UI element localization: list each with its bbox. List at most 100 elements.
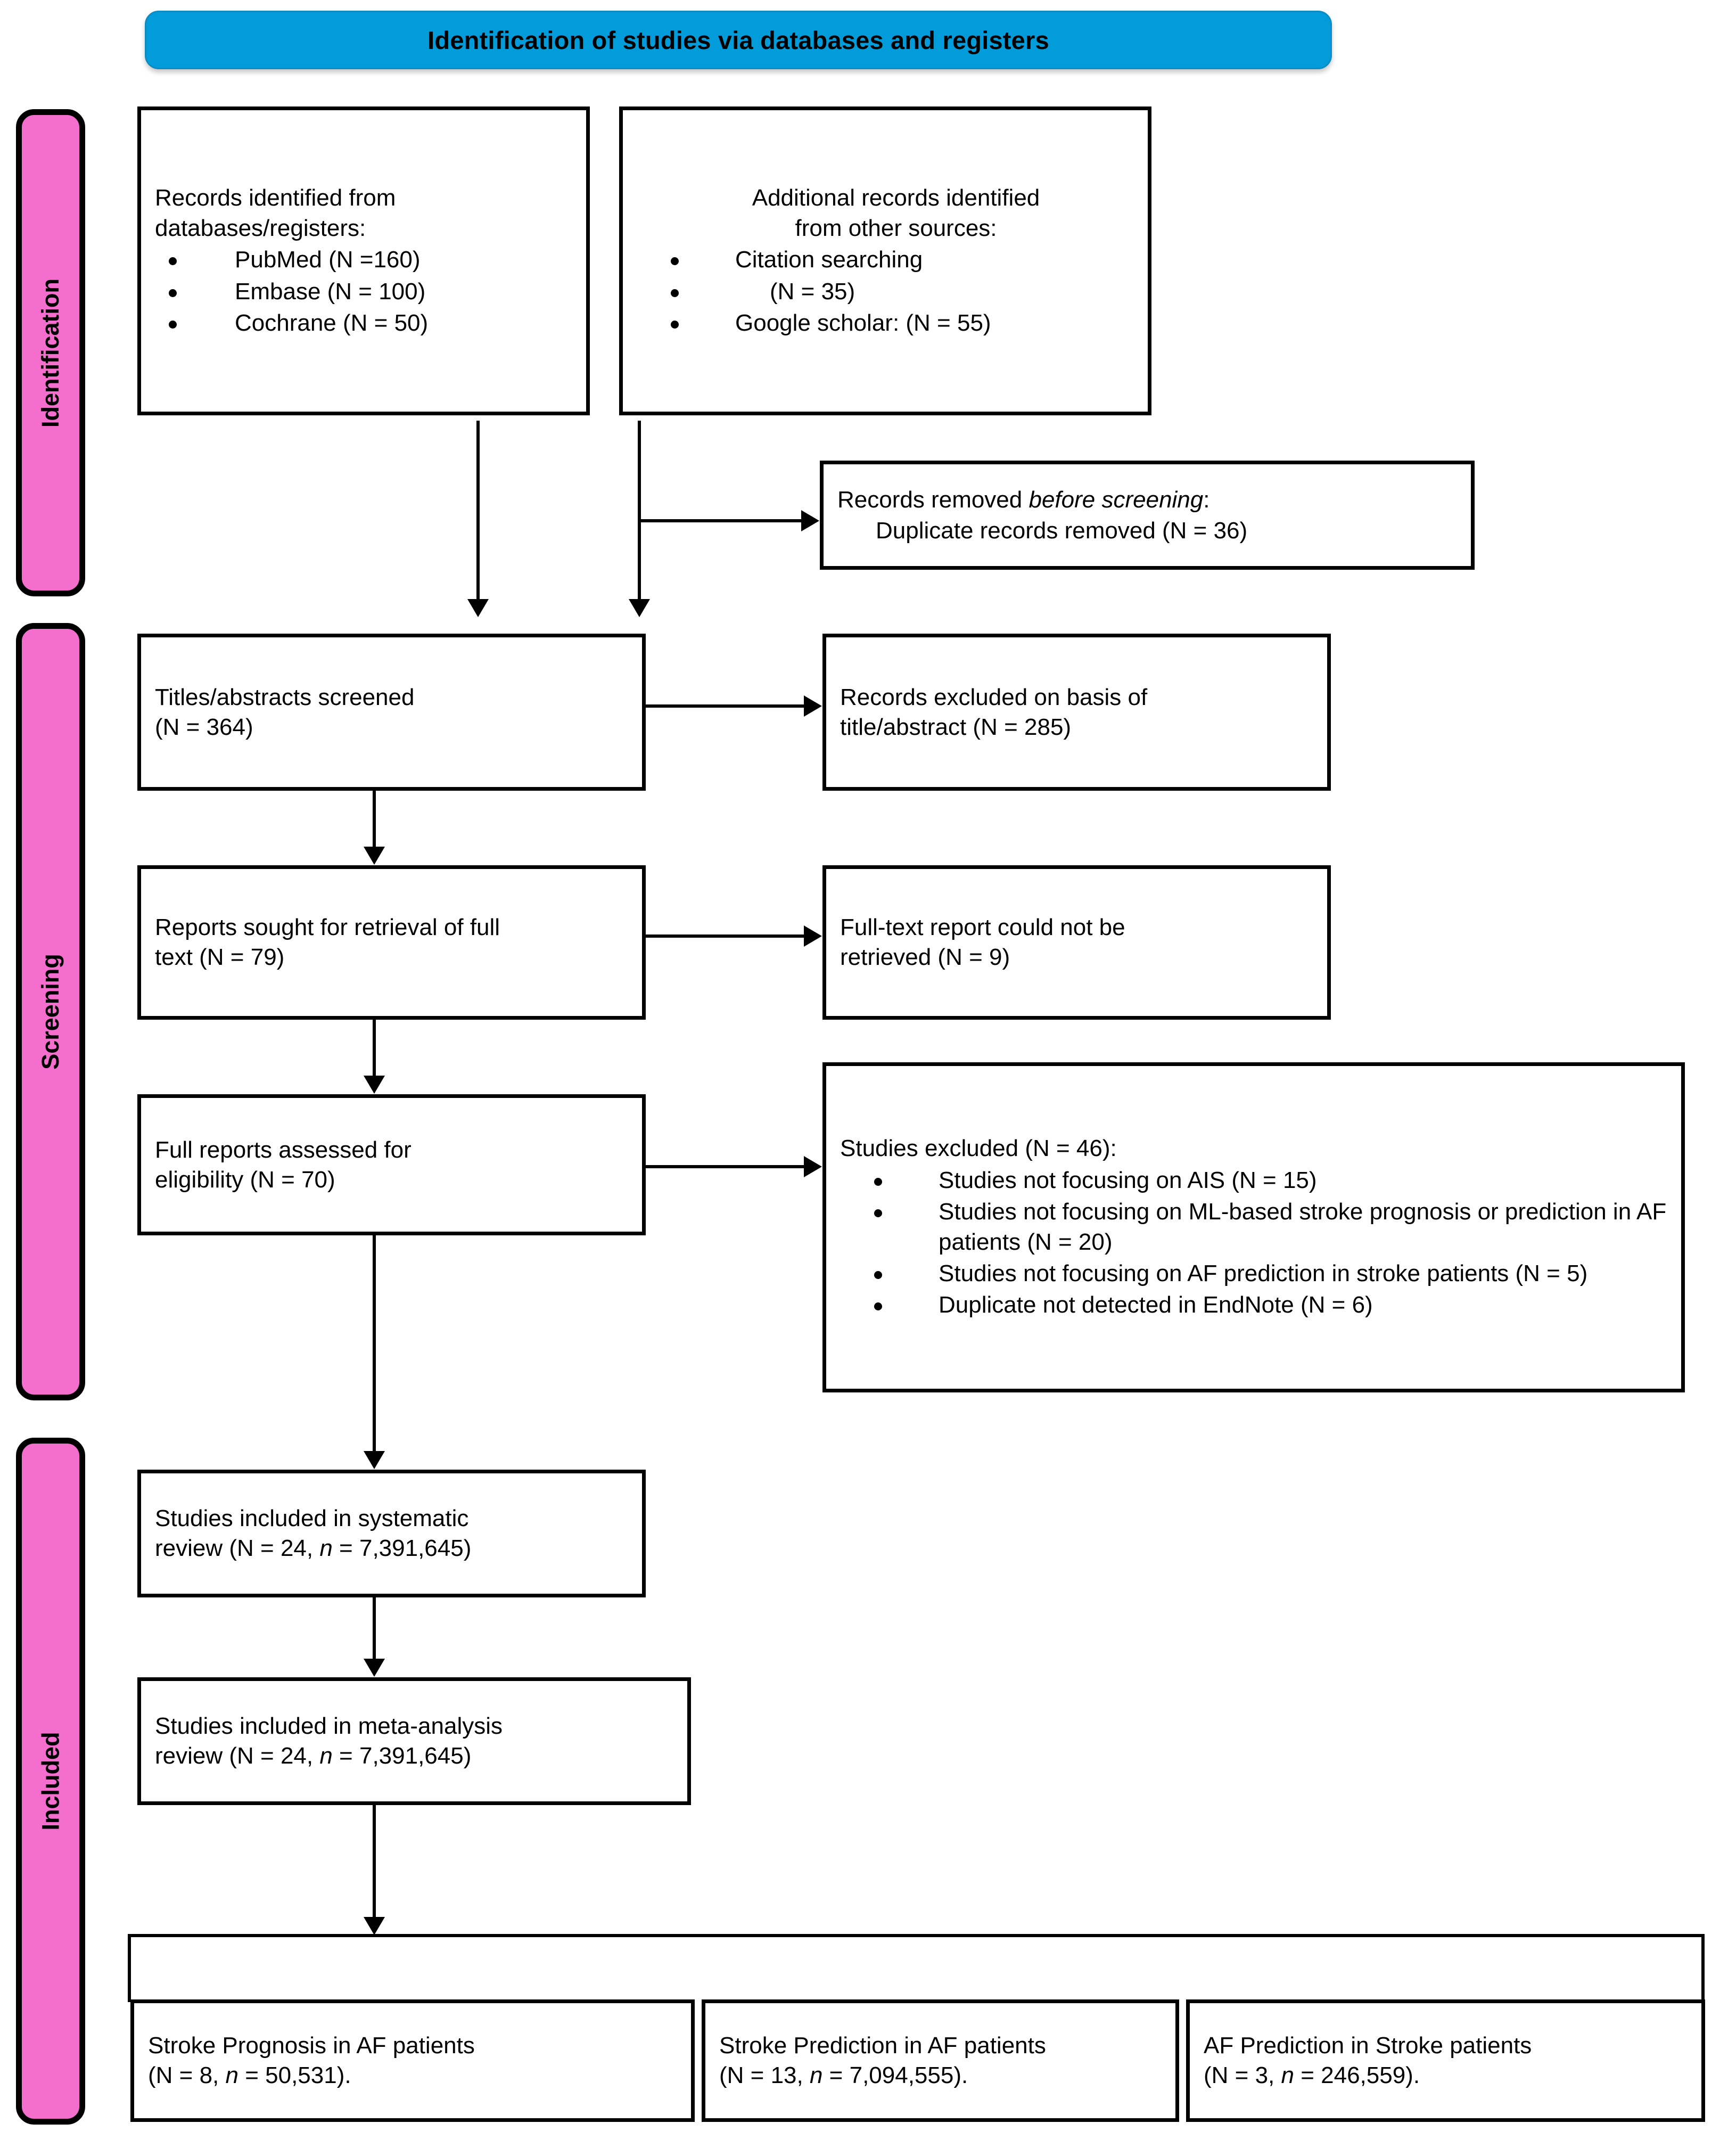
included-systematic-n-italic: n — [319, 1535, 333, 1561]
records-removed-prefix: Records removed — [837, 487, 1029, 513]
node-included-systematic: Studies included in systematic review (N… — [137, 1470, 646, 1597]
arrowhead-records-identified-down — [467, 599, 489, 617]
included-meta-line1: Studies included in meta-analysis — [155, 1713, 503, 1740]
bracket-leg-right — [1701, 1934, 1705, 2002]
records-identified-bullet-list: PubMed (N =160) Embase (N = 100) Cochran… — [155, 243, 572, 339]
fulltext-not-retrieved-line1: Full-text report could not be — [840, 914, 1125, 941]
included-meta-n-italic: n — [319, 1743, 333, 1769]
records-removed-suffix: : — [1203, 487, 1210, 513]
included-meta-line2: review (N = 24, n = 7,391,645) — [155, 1741, 673, 1771]
node-reports-sought: Reports sought for retrieval of full tex… — [137, 865, 646, 1020]
fulltext-not-retrieved-line2: retrieved (N = 9) — [840, 944, 1010, 970]
connector-records-identified-down — [476, 421, 480, 602]
additional-records-heading-line1: Additional records identified — [752, 185, 1040, 211]
outcome-2-n-italic: n — [1281, 2062, 1294, 2088]
outcome-1-n-italic: n — [809, 2062, 823, 2088]
included-systematic-line2: review (N = 24, n = 7,391,645) — [155, 1534, 628, 1563]
arrowhead-to-records-excluded — [804, 695, 822, 717]
stage-label-identification: Identification — [37, 278, 64, 428]
list-item: Embase (N = 100) — [155, 276, 572, 307]
arrowhead-additional-records-down — [629, 599, 650, 617]
connector-additional-records-down — [638, 421, 641, 602]
titles-screened-line1: Titles/abstracts screened — [155, 684, 415, 710]
outcome-1-line1: Stroke Prediction in AF patients — [719, 2032, 1046, 2059]
outcome-0-line2-b: = 50,531). — [238, 2062, 351, 2088]
node-outcome-stroke-prognosis-af: Stroke Prognosis in AF patients (N = 8, … — [130, 1999, 695, 2122]
additional-records-heading-line2: from other sources: — [795, 215, 997, 242]
node-outcome-stroke-prediction-af: Stroke Prediction in AF patients (N = 13… — [702, 1999, 1179, 2122]
outcome-2-line2: (N = 3, n = 246,559). — [1204, 2061, 1688, 2091]
node-additional-records: Additional records identified from other… — [619, 106, 1151, 415]
stage-bar-identification: Identification — [16, 109, 85, 596]
connector-to-records-removed — [638, 519, 803, 522]
connector-sought-to-assessed — [373, 1020, 376, 1078]
records-removed-italic: before screening — [1028, 487, 1204, 513]
stage-label-included: Included — [37, 1732, 64, 1831]
outcome-1-line2-b: = 7,094,555). — [822, 2062, 968, 2088]
arrowhead-to-records-removed — [801, 510, 819, 531]
stage-label-screening: Screening — [37, 954, 64, 1070]
list-item-continuation: (N = 35) — [637, 276, 1134, 307]
node-outcome-af-prediction-stroke: AF Prediction in Stroke patients (N = 3,… — [1186, 1999, 1705, 2122]
outcome-1-line2-a: (N = 13, — [719, 2062, 810, 2088]
list-item: Duplicate not detected in EndNote (N = 6… — [840, 1290, 1667, 1320]
included-systematic-line2-a: review (N = 24, — [155, 1535, 320, 1561]
outcome-0-line2-a: (N = 8, — [148, 2062, 226, 2088]
included-meta-line2-b: = 7,391,645) — [332, 1743, 472, 1769]
arrowhead-assessed-to-included — [364, 1451, 385, 1469]
outcome-2-line2-a: (N = 3, — [1204, 2062, 1281, 2088]
connector-to-records-excluded — [646, 704, 805, 708]
connector-to-studies-excluded — [646, 1165, 805, 1168]
records-excluded-line2: title/abstract (N = 285) — [840, 714, 1072, 740]
node-included-meta: Studies included in meta-analysis review… — [137, 1677, 691, 1805]
outcome-0-n-italic: n — [225, 2062, 238, 2088]
list-item: Studies not focusing on AF prediction in… — [840, 1258, 1667, 1289]
stage-bar-screening: Screening — [16, 623, 85, 1400]
connector-meta-to-bracket — [373, 1805, 376, 1920]
list-item: Studies not focusing on AIS (N = 15) — [840, 1165, 1667, 1195]
outcome-0-line1: Stroke Prognosis in AF patients — [148, 2032, 475, 2059]
outcome-2-line1: AF Prediction in Stroke patients — [1204, 2032, 1532, 2059]
banner-identification-header: Identification of studies via databases … — [145, 11, 1332, 69]
arrowhead-to-studies-excluded — [804, 1156, 822, 1177]
arrowhead-systematic-to-meta — [364, 1659, 385, 1677]
connector-screened-to-sought — [373, 791, 376, 849]
node-records-identified: Records identified from databases/regist… — [137, 106, 590, 415]
arrowhead-meta-to-bracket — [364, 1917, 385, 1935]
connector-systematic-to-meta — [373, 1597, 376, 1661]
included-systematic-line2-b: = 7,391,645) — [332, 1535, 472, 1561]
records-removed-line2: Duplicate records removed (N = 36) — [876, 517, 1248, 544]
node-full-reports-assessed: Full reports assessed for eligibility (N… — [137, 1094, 646, 1235]
included-systematic-line1: Studies included in systematic — [155, 1505, 469, 1532]
node-records-excluded: Records excluded on basis of title/abstr… — [822, 634, 1331, 791]
reports-sought-line1: Reports sought for retrieval of full — [155, 914, 500, 941]
list-item: Citation searching — [637, 244, 1134, 275]
bracket-horizontal-outcomes — [128, 1934, 1705, 1937]
outcome-1-line2: (N = 13, n = 7,094,555). — [719, 2061, 1162, 2091]
connector-to-fulltext-not-retrieved — [646, 934, 805, 938]
list-item: PubMed (N =160) — [155, 244, 572, 275]
node-titles-screened: Titles/abstracts screened (N = 364) — [137, 634, 646, 791]
stage-bar-included: Included — [16, 1438, 85, 2125]
records-identified-heading-line2: databases/registers: — [155, 215, 366, 242]
outcome-0-line2: (N = 8, n = 50,531). — [148, 2061, 677, 2091]
arrowhead-sought-to-assessed — [364, 1076, 385, 1094]
full-reports-assessed-line2: eligibility (N = 70) — [155, 1166, 335, 1193]
connector-assessed-to-included — [373, 1235, 376, 1454]
titles-screened-line2: (N = 364) — [155, 714, 253, 740]
included-meta-line2-a: review (N = 24, — [155, 1743, 320, 1769]
full-reports-assessed-line1: Full reports assessed for — [155, 1136, 412, 1163]
outcome-2-line2-b: = 246,559). — [1294, 2062, 1420, 2088]
list-item: Cochrane (N = 50) — [155, 308, 572, 338]
node-studies-excluded: Studies excluded (N = 46): Studies not f… — [822, 1062, 1685, 1392]
list-item: Studies not focusing on ML-based stroke … — [840, 1196, 1667, 1257]
node-fulltext-not-retrieved: Full-text report could not be retrieved … — [822, 865, 1331, 1020]
arrowhead-to-fulltext-not-retrieved — [804, 925, 822, 947]
records-excluded-line1: Records excluded on basis of — [840, 684, 1148, 710]
arrowhead-screened-to-sought — [364, 847, 385, 865]
list-item: Google scholar: (N = 55) — [637, 308, 1134, 338]
reports-sought-line2: text (N = 79) — [155, 944, 285, 970]
additional-records-bullet-list: Citation searching (N = 35) Google schol… — [637, 243, 1134, 339]
records-removed-line1: Records removed before screening: — [837, 485, 1457, 515]
studies-excluded-bullet-list: Studies not focusing on AIS (N = 15) Stu… — [840, 1164, 1667, 1322]
